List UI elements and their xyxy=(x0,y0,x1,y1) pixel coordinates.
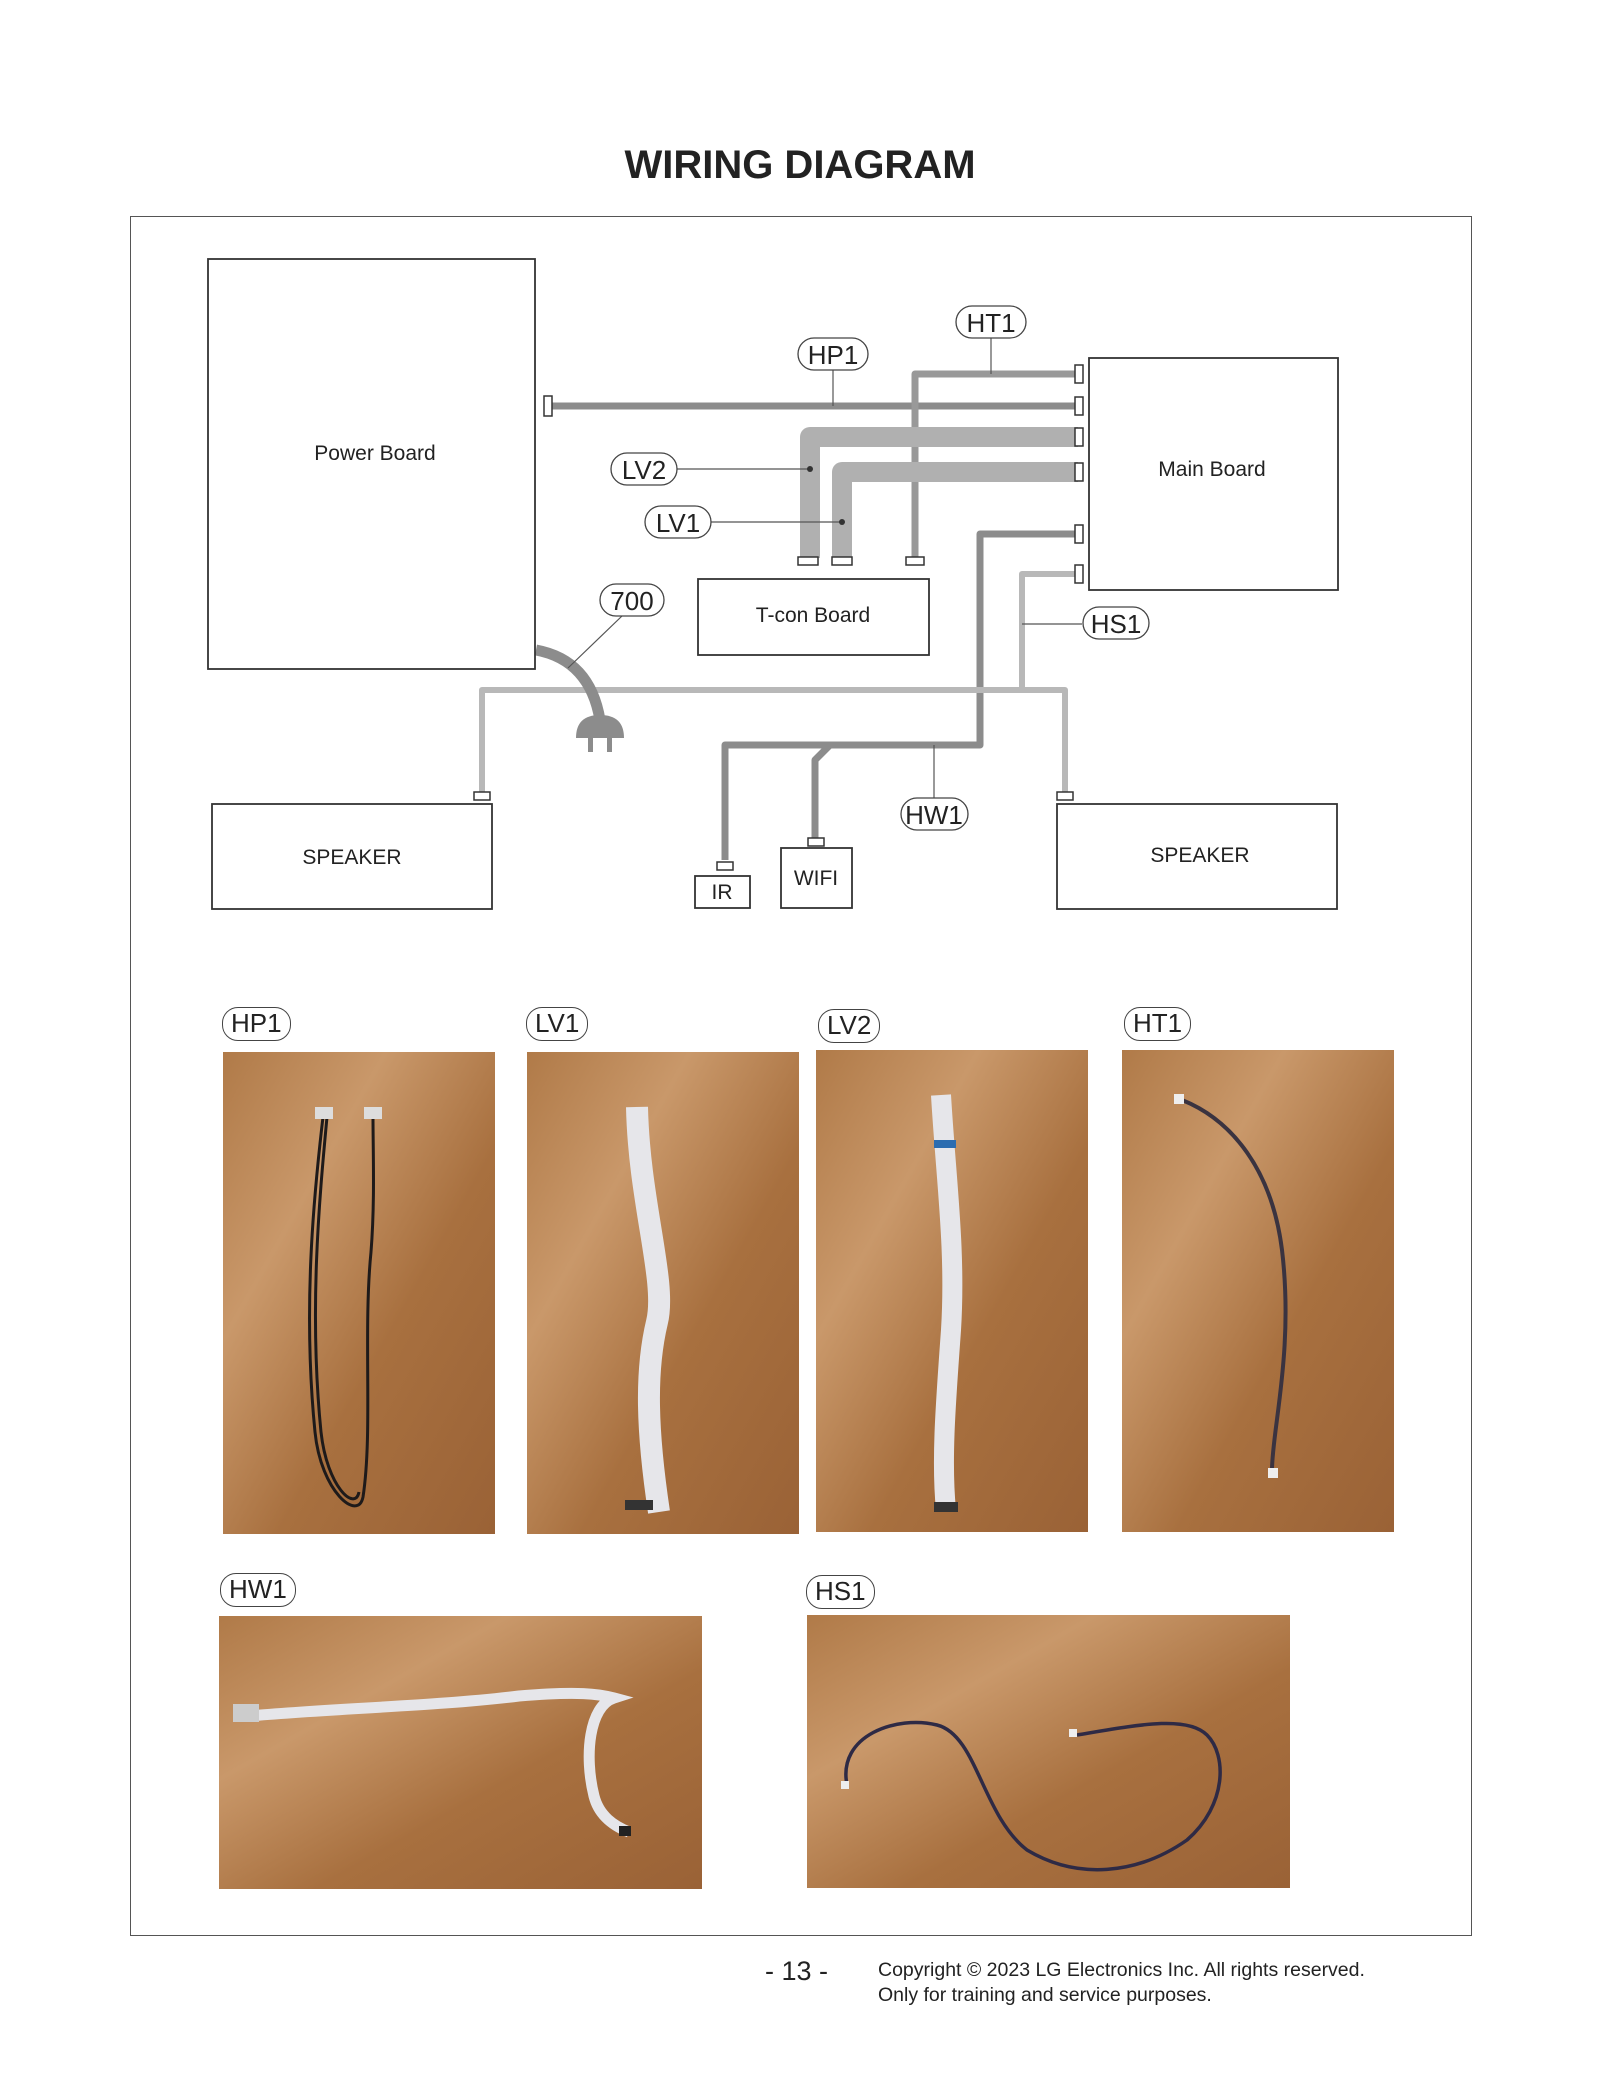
wifi-label: WIFI xyxy=(794,867,838,890)
tag-hw1-label: HW1 xyxy=(905,800,963,830)
diagram-frame xyxy=(130,216,1472,1936)
speaker-right-box xyxy=(1056,803,1338,910)
page-number: - 13 - xyxy=(765,1956,829,1986)
black-wire-harness-icon xyxy=(308,1116,375,1508)
speaker-left-label: SPEAKER xyxy=(302,846,401,869)
wiring-diagram: Power Board Main Board T-con Board SPEAK… xyxy=(207,258,1339,910)
tag-hs1-label: HS1 xyxy=(1091,609,1142,639)
speaker-left-box xyxy=(211,803,493,910)
connector xyxy=(1056,791,1074,801)
main-board-label: Main Board xyxy=(1158,458,1265,481)
cable-lv2 xyxy=(800,427,1078,558)
connector xyxy=(473,791,491,801)
ribbon-flex-cable-icon xyxy=(248,1687,634,1838)
cable-hw1-wifi xyxy=(811,742,833,838)
photo-label-hp1: HP1 xyxy=(222,1007,291,1041)
speaker-right-label: SPEAKER xyxy=(1150,844,1249,867)
thin-black-wire-icon xyxy=(1181,1098,1288,1471)
copyright-line-2: Only for training and service purposes. xyxy=(878,1984,1212,2006)
wifi-box xyxy=(780,847,853,909)
tag-lv1-label: LV1 xyxy=(656,508,700,538)
connector xyxy=(807,837,825,847)
cable-700 xyxy=(534,644,606,722)
photo-hw1 xyxy=(219,1616,702,1889)
tcon-board-box xyxy=(697,578,930,656)
power-plug-icon xyxy=(576,715,624,752)
ir-box xyxy=(694,875,751,909)
thin-black-wire-icon xyxy=(844,1720,1222,1872)
photo-label-lv1: LV1 xyxy=(526,1007,589,1041)
tag-ht1-label: HT1 xyxy=(966,308,1015,338)
tag-lv2 xyxy=(610,452,678,486)
photo-label-lv2: LV2 xyxy=(818,1009,881,1043)
connector xyxy=(716,861,734,871)
tag-hp1 xyxy=(797,337,869,371)
tcon-board-label: T-con Board xyxy=(756,604,870,627)
connector xyxy=(797,556,819,566)
power-board-box xyxy=(207,258,536,670)
connector xyxy=(1074,462,1084,482)
tag-ht1 xyxy=(955,305,1027,339)
copyright: Copyright © 2023 LG Electronics Inc. All… xyxy=(878,1958,1365,2008)
tag-lv2-label: LV2 xyxy=(622,455,666,485)
connector xyxy=(1074,396,1084,416)
connector xyxy=(1074,364,1084,384)
tag-hp1-label: HP1 xyxy=(808,340,859,370)
tag-hw1 xyxy=(900,797,969,831)
cable-ht1 xyxy=(911,370,1078,558)
tag-700 xyxy=(599,583,665,617)
cable-lv1 xyxy=(832,462,1078,558)
connector xyxy=(543,395,553,417)
connector xyxy=(1074,564,1084,584)
cable-hs1 xyxy=(1019,571,1078,690)
page-title: WIRING DIAGRAM xyxy=(624,143,976,187)
connector xyxy=(1074,524,1084,544)
photo-label-hw1: HW1 xyxy=(220,1573,296,1607)
cable-hw1 xyxy=(721,530,1078,860)
photo-hp1 xyxy=(223,1052,495,1534)
photo-hs1 xyxy=(807,1615,1290,1888)
main-board-box xyxy=(1088,357,1339,591)
copyright-line-1: Copyright © 2023 LG Electronics Inc. All… xyxy=(878,1959,1365,1981)
photo-label-ht1: HT1 xyxy=(1124,1007,1192,1041)
connector xyxy=(831,556,853,566)
photo-lv1 xyxy=(527,1052,799,1534)
power-board-label: Power Board xyxy=(314,442,435,465)
tag-hs1 xyxy=(1082,606,1150,640)
photo-label-hs1: HS1 xyxy=(806,1575,875,1609)
cable-hs1-right xyxy=(1022,687,1068,792)
ribbon-flex-cable-icon xyxy=(626,1106,671,1514)
tag-lv1 xyxy=(644,505,712,539)
cable-hs1-left xyxy=(479,687,1022,792)
tag-700-label: 700 xyxy=(610,586,653,616)
connector xyxy=(1074,427,1084,447)
ir-label: IR xyxy=(712,881,733,904)
ribbon-flex-cable-icon xyxy=(931,1094,963,1511)
connector xyxy=(905,556,925,566)
photo-lv2 xyxy=(816,1050,1088,1532)
photo-ht1 xyxy=(1122,1050,1394,1532)
